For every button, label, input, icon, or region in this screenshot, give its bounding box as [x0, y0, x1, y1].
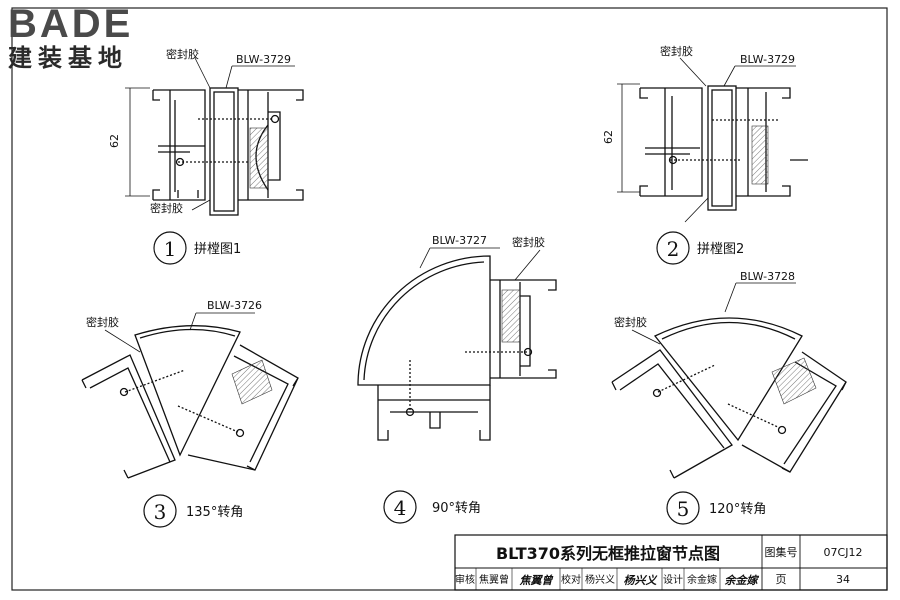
designer-signature: 余金嫁	[725, 574, 760, 587]
detail-1-dimension: 62	[108, 134, 121, 148]
atlas-number-label: 图集号	[765, 545, 798, 559]
detail-2-drawing	[617, 57, 808, 223]
detail-3-caption: 135°转角	[186, 505, 243, 520]
detail-4-number: 4	[394, 496, 407, 520]
detail-2-gasket-hatch	[751, 125, 769, 185]
detail-2-profile-label: BLW-3729	[740, 53, 795, 66]
detail-4-drawing	[357, 247, 557, 441]
detail-4-caption: 90°转角	[432, 501, 481, 516]
detail-3-gasket-hatch	[231, 359, 273, 405]
detail-3-number: 3	[154, 500, 167, 524]
design-label: 设计	[663, 573, 683, 586]
title-block-title: BLT370系列无框推拉窗节点图	[496, 544, 720, 563]
logo: BADE 建装基地	[8, 4, 158, 72]
detail-5-callout: 5 120°转角	[666, 491, 766, 525]
title-block	[454, 534, 888, 591]
detail-4-sealant: 密封胶	[512, 235, 545, 249]
detail-5-drawing	[611, 282, 847, 479]
checker-signature: 杨兴义	[624, 574, 658, 587]
detail-4-gasket-hatch	[501, 289, 521, 343]
reviewer-signature: 焦翼曾	[520, 574, 554, 587]
designer-name: 余金嫁	[687, 573, 717, 586]
detail-1-profile-label: BLW-3729	[236, 53, 291, 66]
checker-name: 杨兴义	[585, 573, 615, 586]
detail-1-sealant-bottom: 密封胶	[150, 201, 183, 215]
detail-5-gasket-hatch	[771, 357, 817, 405]
detail-2-sealant-top: 密封胶	[660, 44, 693, 58]
page-label: 页	[776, 573, 787, 586]
detail-5-profile-label: BLW-3728	[740, 270, 795, 283]
detail-3-drawing	[81, 312, 299, 479]
detail-2-dimension: 62	[602, 130, 615, 144]
detail-5-caption: 120°转角	[709, 502, 766, 517]
detail-2-caption: 拼樘图2	[697, 242, 744, 257]
detail-1-callout: 1 拼樘图1	[153, 231, 241, 265]
detail-3-callout: 3 135°转角	[143, 494, 243, 528]
atlas-number: 07CJ12	[824, 546, 863, 559]
reviewer-name: 焦翼曾	[479, 573, 509, 586]
review-label: 审核	[455, 573, 475, 586]
check-label: 校对	[561, 573, 581, 586]
detail-2-callout: 2 拼樘图2	[656, 231, 744, 265]
logo-brand: BADE	[8, 2, 134, 46]
page-number: 34	[836, 573, 850, 586]
detail-4-callout: 4 90°转角	[383, 490, 481, 524]
detail-1-number: 1	[164, 237, 177, 261]
detail-1-gasket-hatch	[249, 127, 269, 189]
sheet-border	[11, 7, 888, 591]
logo-subtitle: 建装基地	[8, 44, 128, 72]
detail-3-sealant: 密封胶	[86, 315, 119, 329]
detail-1-caption: 拼樘图1	[194, 242, 241, 257]
detail-5-number: 5	[677, 497, 690, 521]
detail-1-sealant-top: 密封胶	[166, 47, 199, 61]
detail-1-drawing	[125, 57, 304, 216]
detail-2-number: 2	[667, 237, 680, 261]
detail-5-sealant: 密封胶	[614, 315, 647, 329]
detail-4-profile-label: BLW-3727	[432, 234, 487, 247]
detail-3-profile-label: BLW-3726	[207, 299, 262, 312]
